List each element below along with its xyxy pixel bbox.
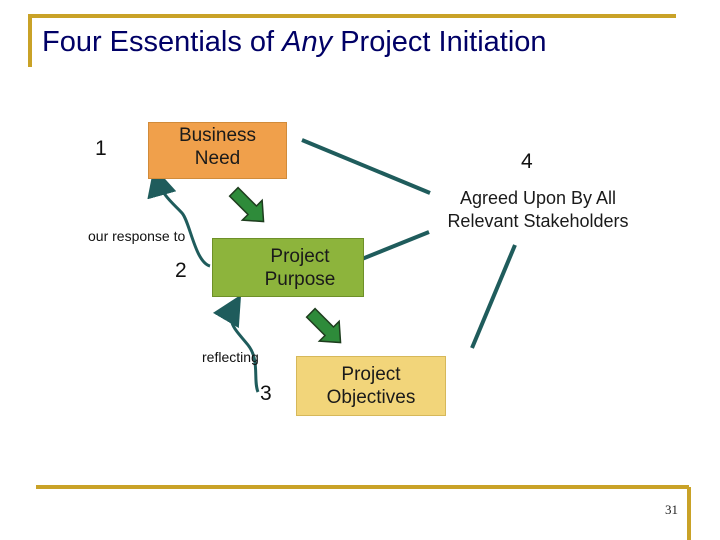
connector-purpose-to-stakeholders: [351, 230, 430, 265]
agreed-stakeholders-label: Agreed Upon By All Relevant Stakeholders: [447, 188, 629, 231]
reflecting-label: reflecting: [202, 349, 259, 365]
project-purpose-box: Project Purpose: [212, 238, 364, 297]
number-3: 3: [260, 382, 272, 405]
curved-arrow-response: [147, 166, 211, 268]
curved-arrow-reflecting: [212, 294, 260, 393]
number-2: 2: [175, 259, 187, 282]
page-number: 31: [665, 502, 678, 517]
block-arrow-purpose-to-objectives: [305, 307, 342, 344]
connector-need-to-stakeholders: [301, 138, 431, 195]
connector-objectives-to-stakeholders: [470, 244, 517, 349]
number-4: 4: [521, 150, 533, 173]
business-need-box: Business Need: [148, 122, 287, 179]
slide-title: Four Essentials of Any Project Initiatio…: [42, 26, 547, 59]
project-purpose-label: Project Purpose: [264, 245, 336, 290]
title-emphasis: Any: [282, 26, 333, 58]
business-need-label: Business Need: [178, 124, 257, 169]
number-1: 1: [95, 137, 107, 160]
our-response-to-label: our response to: [88, 228, 186, 244]
title-prefix: Four Essentials of: [42, 26, 283, 58]
project-objectives-box: Project Objectives: [296, 356, 446, 416]
project-objectives-label: Project Objectives: [326, 364, 416, 408]
title-suffix: Project Initiation: [332, 26, 547, 58]
block-arrow-need-to-purpose: [228, 186, 265, 223]
